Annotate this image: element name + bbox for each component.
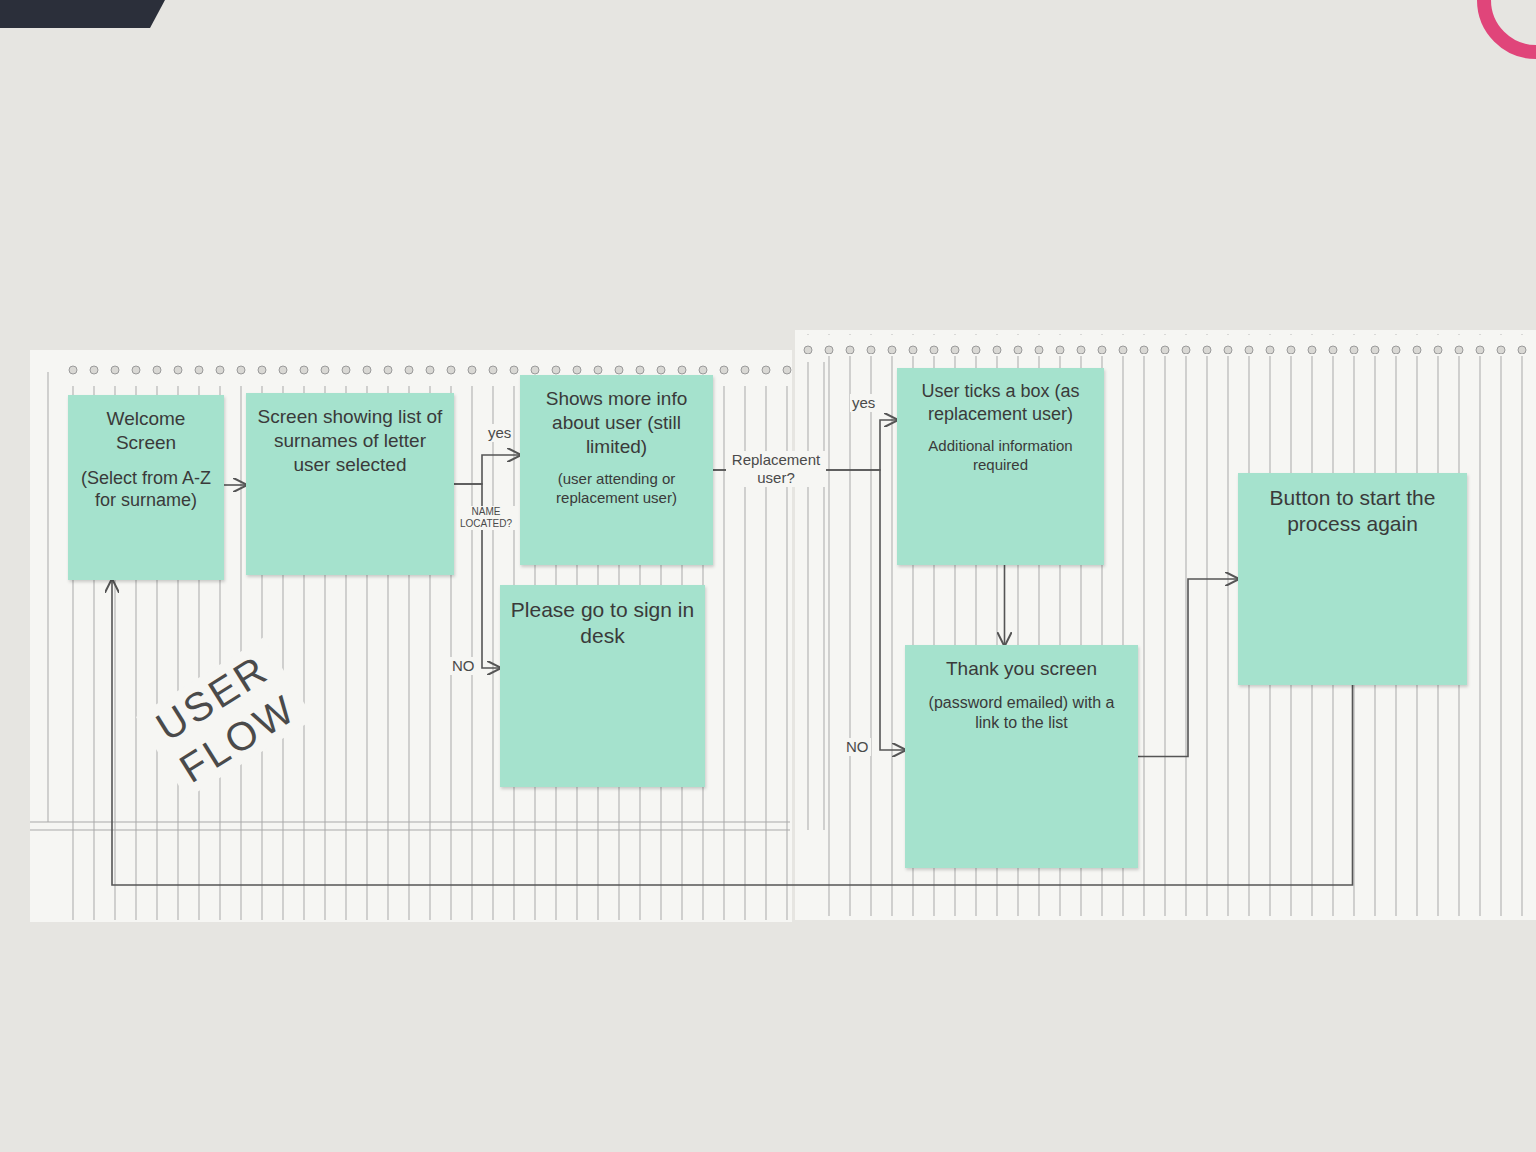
branch-label: NO — [450, 657, 477, 675]
margin-line — [30, 830, 790, 831]
note-text: (Select from A-Z for surname) — [78, 467, 214, 512]
note-text: Please go to sign in desk — [510, 597, 695, 650]
flow-arrow — [1138, 579, 1238, 757]
sticky-note: Welcome Screen (Select from A-Z for surna… — [68, 395, 224, 580]
page-ruling — [820, 356, 1536, 916]
margin-line — [824, 362, 825, 830]
sticky-note: Please go to sign in desk — [500, 585, 705, 787]
sticky-note: User ticks a box (as replacement user) Ad… — [897, 368, 1104, 565]
note-text: (user attending or replacement user) — [530, 470, 703, 508]
laptop-edge — [0, 0, 165, 28]
sticky-note: Button to start the process again — [1238, 473, 1467, 685]
flow-arrow — [224, 484, 246, 486]
note-text: Shows more info about user (still limite… — [530, 387, 703, 458]
flow-arrow — [112, 580, 1353, 885]
sticky-note: Shows more info about user (still limite… — [520, 375, 713, 565]
branch-label: NO — [844, 738, 871, 756]
branch-label: yes — [486, 424, 513, 442]
margin-line — [808, 362, 809, 830]
branch-label: yes — [850, 394, 877, 412]
note-text: User ticks a box (as replacement user) — [907, 380, 1094, 425]
note-text: Screen showing list of surnames of lette… — [256, 405, 444, 476]
sticky-note: Thank you screen (password emailed) with … — [905, 645, 1138, 868]
note-text: (password emailed) with a link to the li… — [915, 693, 1128, 733]
notebook-page — [795, 330, 1536, 920]
tape-roll — [1484, 0, 1536, 52]
decision-label: NAME LOCATED? — [457, 506, 515, 530]
note-text: Thank you screen — [946, 657, 1097, 681]
sticky-note: Screen showing list of surnames of lette… — [246, 393, 454, 575]
flow-arrow — [713, 470, 905, 750]
spiral-holes — [800, 334, 1536, 354]
decision-label: Replacement user? — [726, 451, 826, 487]
note-text: Additional information required — [907, 437, 1094, 475]
note-text: Welcome Screen — [78, 407, 214, 455]
margin-line — [30, 822, 790, 823]
note-text: Button to start the process again — [1248, 485, 1457, 538]
flow-arrow — [1004, 565, 1006, 645]
title-scribble: USER FLOW — [136, 638, 314, 799]
flow-arrow — [454, 455, 520, 484]
notebook-page — [30, 350, 792, 922]
margin-line — [48, 372, 49, 822]
